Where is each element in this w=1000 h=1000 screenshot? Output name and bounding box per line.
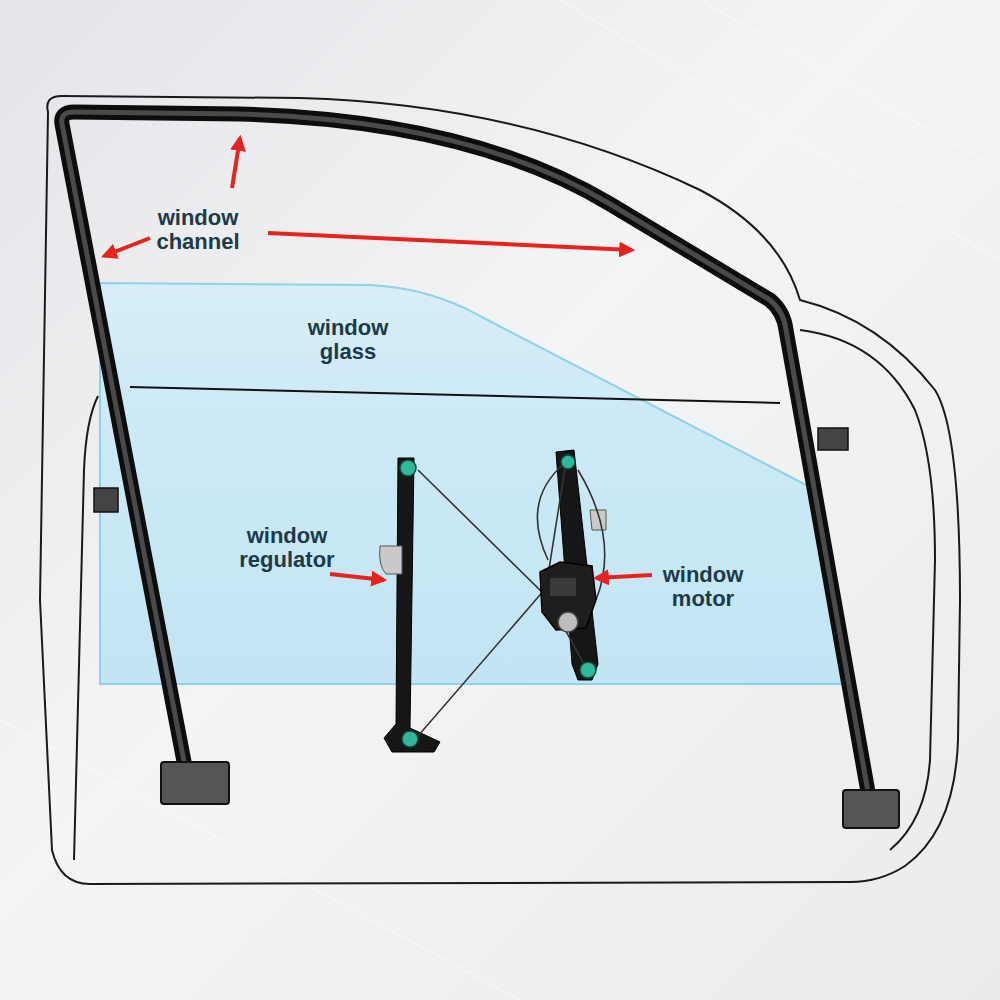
window-channel (62, 112, 868, 792)
channel-tab (818, 428, 848, 450)
window-motor (540, 562, 596, 632)
regulator-bracket (380, 546, 402, 574)
door-belt-line (130, 387, 780, 403)
part-label: window glass (287, 316, 409, 364)
channel-tab (94, 488, 118, 512)
door-outline (40, 96, 960, 884)
window-glass (100, 283, 842, 684)
regulator-rail (384, 458, 440, 752)
channel-end-block (843, 790, 899, 828)
part-label: window motor (642, 563, 764, 611)
door-inner-line (74, 396, 98, 860)
window-channel-inner (62, 112, 868, 792)
leader-arrow (104, 138, 652, 580)
channel-end-block (161, 762, 229, 804)
cable-pulley (400, 455, 596, 747)
part-label: window regulator (226, 524, 348, 572)
part-label: window channel (137, 206, 259, 254)
regulator-cable (418, 462, 605, 736)
